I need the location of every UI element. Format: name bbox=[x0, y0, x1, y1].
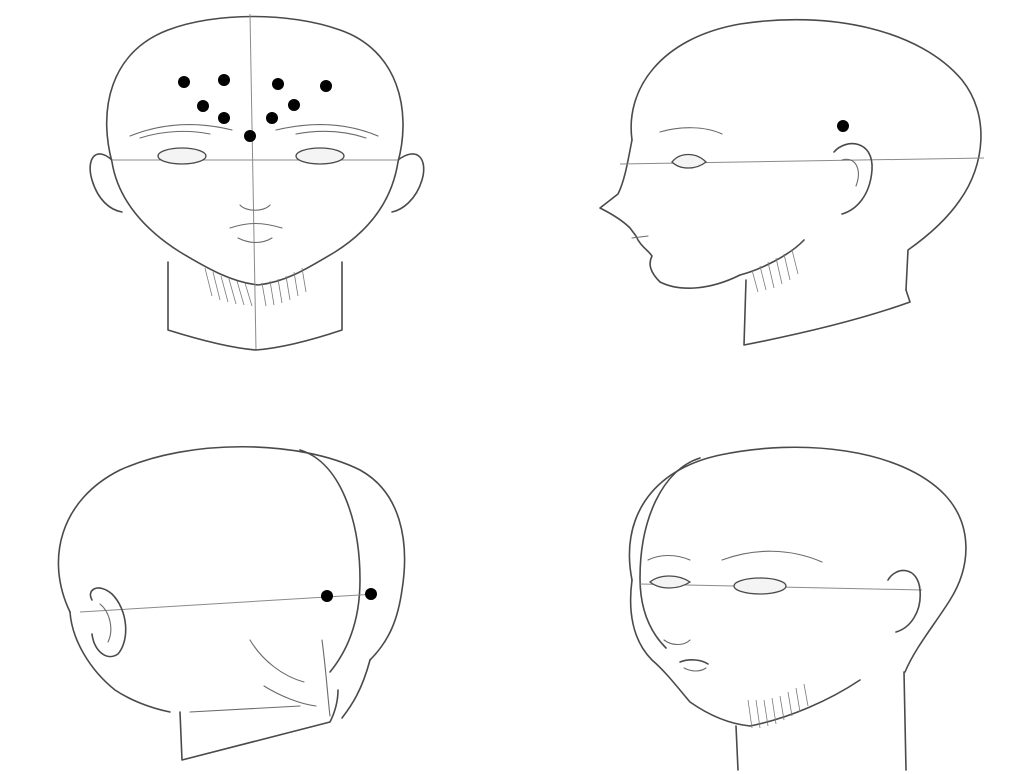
marker bbox=[244, 130, 256, 142]
front-view-head bbox=[90, 14, 424, 350]
back-three-quarter-markers bbox=[321, 588, 377, 602]
back-three-quarter-view-head bbox=[58, 447, 404, 760]
marker bbox=[837, 120, 849, 132]
marker bbox=[218, 112, 230, 124]
front-three-quarter-view-head bbox=[629, 447, 966, 770]
side-markers bbox=[837, 120, 849, 132]
side-neck-shading bbox=[752, 250, 798, 292]
marker bbox=[178, 76, 190, 88]
marker bbox=[266, 112, 278, 124]
marker bbox=[272, 78, 284, 90]
side-view-head bbox=[600, 20, 984, 345]
three-quarter-neck-shading bbox=[748, 684, 808, 728]
marker bbox=[320, 80, 332, 92]
marker bbox=[321, 590, 333, 602]
marker bbox=[218, 74, 230, 86]
marker bbox=[197, 100, 209, 112]
marker bbox=[288, 99, 300, 111]
marker bbox=[365, 588, 377, 600]
